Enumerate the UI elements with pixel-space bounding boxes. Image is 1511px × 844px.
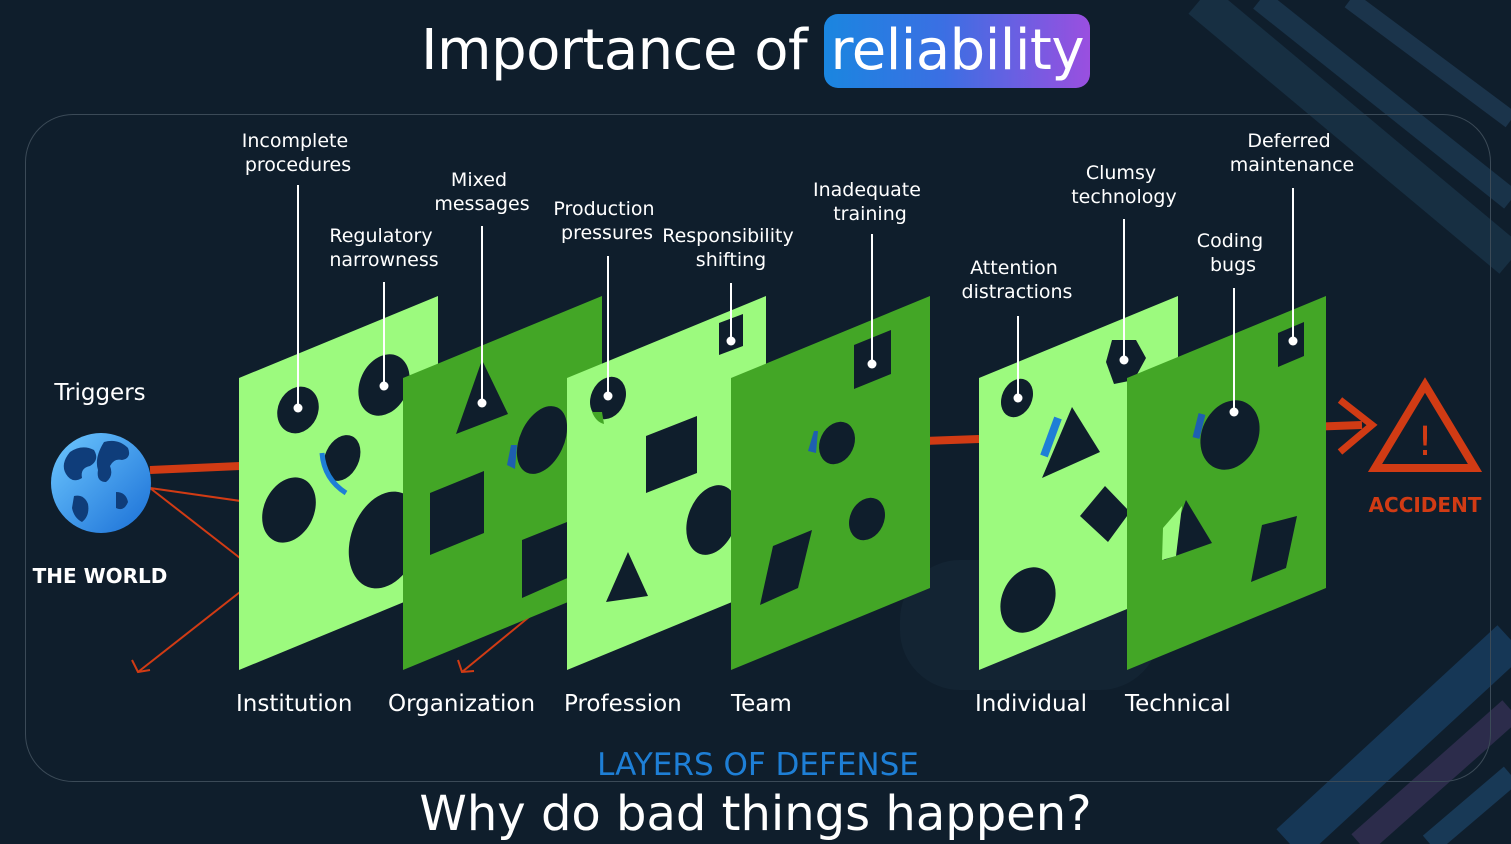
layer-label-profession: Profession: [564, 691, 682, 717]
layer-label-organization: Organization: [388, 691, 535, 717]
layer-organization: [403, 296, 602, 670]
bottom-question: Why do bad things happen?: [419, 786, 1092, 842]
callout-incomplete-procedures: Incomplete procedures: [242, 130, 354, 176]
title-prefix: Importance of: [421, 18, 825, 83]
page-title: Importance of reliability: [0, 14, 1511, 88]
layer-team: [731, 296, 930, 670]
title-highlight: reliability: [824, 14, 1090, 88]
callout-attention-distractions: Attention distractions: [962, 257, 1073, 303]
world-label: THE WORLD: [33, 564, 168, 588]
callout-production-pressures: Production pressures: [553, 198, 660, 244]
callout-responsibility-shifting: Responsibility shifting: [662, 225, 799, 271]
callout-clumsy-technology: Clumsy technology: [1071, 162, 1177, 208]
globe-icon: [51, 433, 151, 533]
layer-label-team: Team: [730, 691, 792, 717]
callout-leaders: [293, 185, 1298, 417]
callout-inadequate-training: Inadequate training: [813, 179, 927, 225]
layer-label-technical: Technical: [1124, 691, 1231, 717]
callout-deferred-maintenance: Deferred maintenance: [1230, 130, 1354, 176]
layer-label-individual: Individual: [975, 691, 1087, 717]
layer-institution: [239, 296, 438, 670]
callout-coding-bugs: Coding bugs: [1197, 230, 1269, 276]
callout-regulatory-narrowness: Regulatory narrowness: [329, 225, 438, 271]
warning-icon: !: [1367, 377, 1483, 472]
triggers-label: Triggers: [53, 380, 145, 406]
diagram-frame: [25, 114, 1491, 782]
callout-mixed-messages: Mixed messages: [434, 169, 529, 215]
warning-symbol: !: [1417, 419, 1433, 465]
layer-profession: [567, 296, 766, 670]
layer-technical: [1127, 296, 1326, 670]
accident-label: ACCIDENT: [1369, 493, 1482, 517]
layer-label-institution: Institution: [236, 691, 352, 717]
layers-of-defense-title: LAYERS OF DEFENSE: [597, 747, 919, 783]
